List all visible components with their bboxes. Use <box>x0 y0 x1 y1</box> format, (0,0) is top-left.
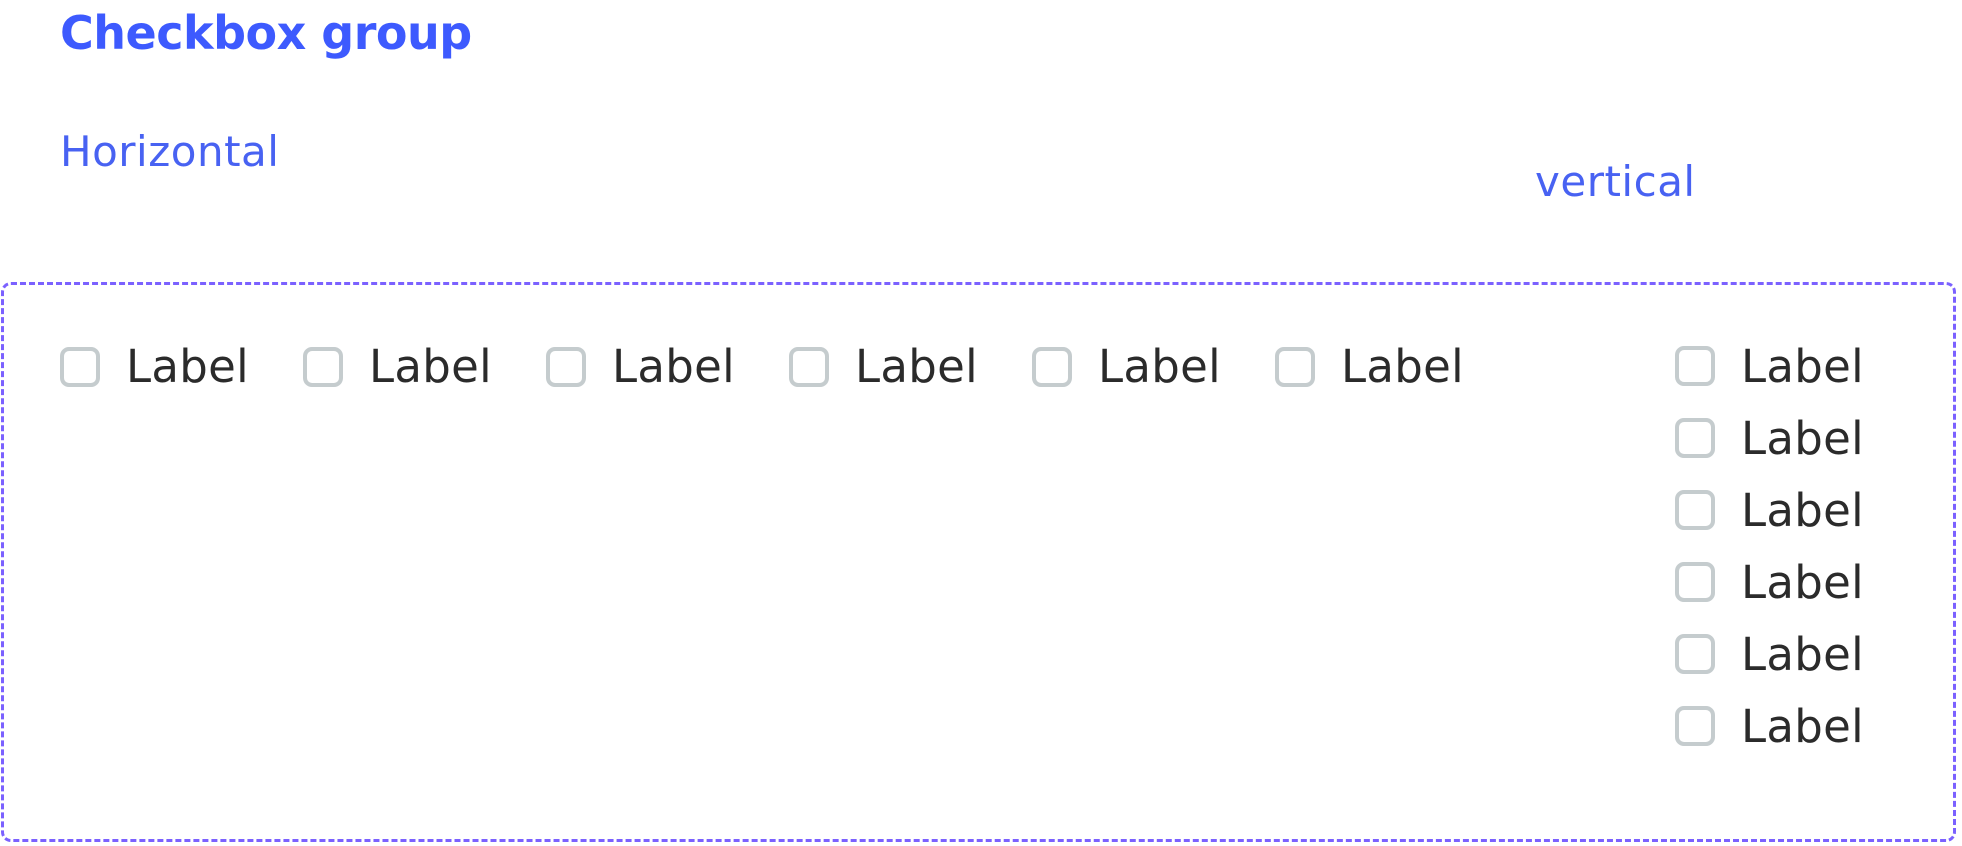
checkbox[interactable] <box>1675 418 1715 458</box>
vertical-checkbox-item-1[interactable]: Label <box>1675 330 1864 402</box>
checkbox-label: Label <box>1741 411 1864 465</box>
horizontal-checkbox-item-2[interactable]: Label <box>303 344 546 389</box>
checkbox[interactable] <box>1675 706 1715 746</box>
checkbox[interactable] <box>789 346 829 387</box>
section-label-horizontal: Horizontal <box>60 127 280 176</box>
checkbox[interactable] <box>1675 490 1715 530</box>
checkbox-label: Label <box>1741 627 1864 681</box>
horizontal-checkbox-item-1[interactable]: Label <box>60 344 303 389</box>
horizontal-checkbox-item-3[interactable]: Label <box>546 344 789 389</box>
checkbox-label: Label <box>1741 699 1864 753</box>
checkbox[interactable] <box>60 346 100 387</box>
horizontal-checkbox-group: Label Label Label Label Label Label <box>60 344 1518 389</box>
checkbox-label: Label <box>1341 340 1464 393</box>
checkbox-label: Label <box>369 340 492 393</box>
checkbox[interactable] <box>1032 346 1072 387</box>
checkbox-label: Label <box>1741 339 1864 393</box>
checkbox[interactable] <box>303 346 343 387</box>
vertical-checkbox-item-4[interactable]: Label <box>1675 546 1864 618</box>
checkbox-label: Label <box>1098 340 1221 393</box>
section-label-vertical: vertical <box>1535 157 1696 206</box>
checkbox[interactable] <box>1675 346 1715 386</box>
checkbox-label: Label <box>1741 483 1864 537</box>
checkbox-label: Label <box>855 340 978 393</box>
checkbox-group-frame <box>1 282 1956 842</box>
horizontal-checkbox-item-4[interactable]: Label <box>789 344 1032 389</box>
checkbox-label: Label <box>126 340 249 393</box>
vertical-checkbox-item-5[interactable]: Label <box>1675 618 1864 690</box>
vertical-checkbox-group: Label Label Label Label Label Label <box>1675 344 1864 762</box>
page-title: Checkbox group <box>60 6 472 60</box>
horizontal-checkbox-item-6[interactable]: Label <box>1275 344 1518 389</box>
checkbox[interactable] <box>1275 346 1315 387</box>
checkbox[interactable] <box>1675 634 1715 674</box>
checkbox-label: Label <box>612 340 735 393</box>
checkbox[interactable] <box>546 346 586 387</box>
vertical-checkbox-item-3[interactable]: Label <box>1675 474 1864 546</box>
checkbox[interactable] <box>1675 562 1715 602</box>
vertical-checkbox-item-2[interactable]: Label <box>1675 402 1864 474</box>
vertical-checkbox-item-6[interactable]: Label <box>1675 690 1864 762</box>
horizontal-checkbox-item-5[interactable]: Label <box>1032 344 1275 389</box>
checkbox-label: Label <box>1741 555 1864 609</box>
